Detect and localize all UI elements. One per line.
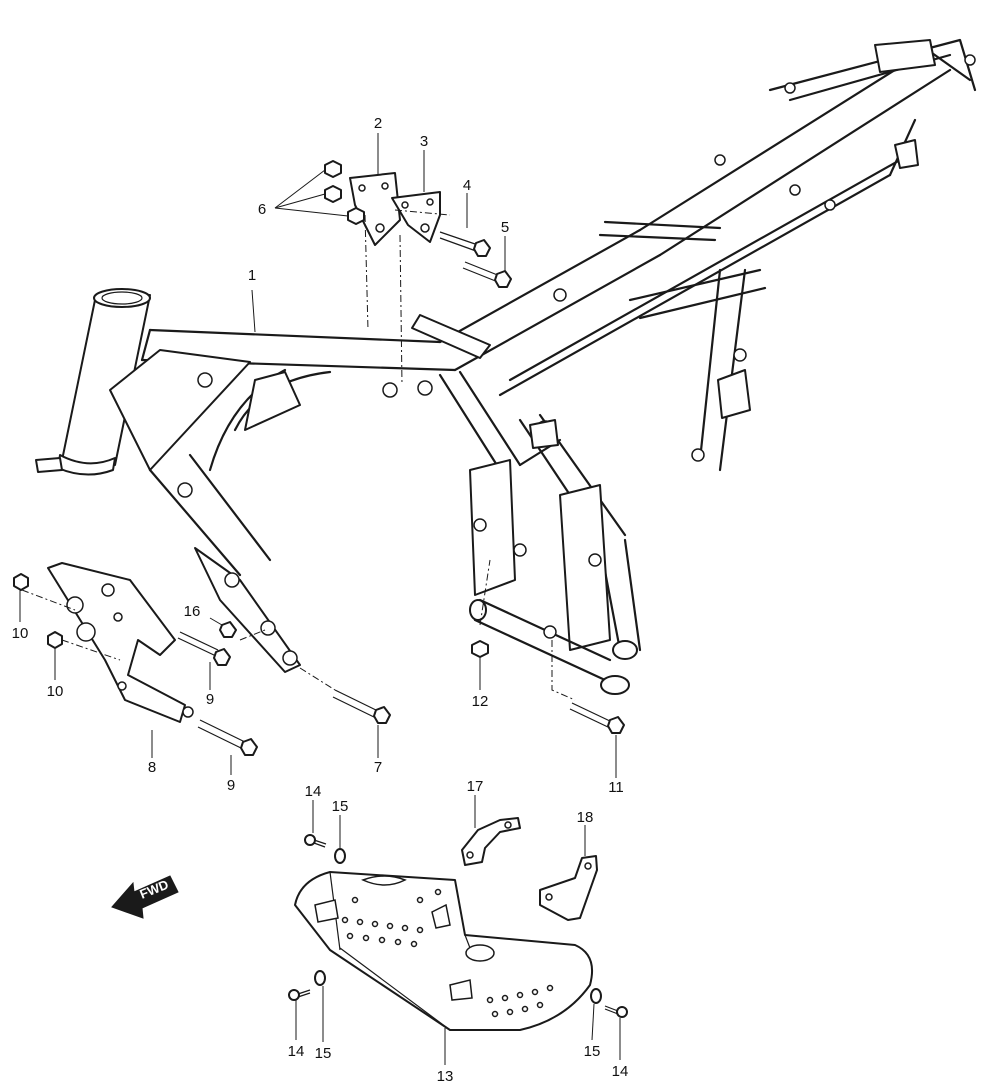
callout-18: 18	[577, 809, 594, 826]
callout-17: 17	[467, 778, 484, 795]
callout-14b: 14	[288, 1043, 305, 1060]
callout-3: 3	[420, 133, 428, 150]
skid-plate	[294, 871, 594, 1031]
engine-hanger-brackets	[349, 172, 441, 246]
callout-2: 2	[374, 115, 382, 132]
callout-15b: 15	[315, 1045, 332, 1062]
bolts-4-5	[439, 231, 512, 288]
callout-1: 1	[248, 267, 256, 284]
callout-7: 7	[374, 759, 382, 776]
callout-9a: 9	[206, 691, 214, 708]
callout-10a: 10	[12, 625, 29, 642]
skid-fasteners	[288, 834, 628, 1018]
callout-11: 11	[608, 779, 624, 796]
callout-5: 5	[501, 219, 509, 236]
callout-15c: 15	[584, 1043, 601, 1060]
nuts-6	[324, 160, 365, 225]
skid-bracket-17	[461, 817, 521, 866]
callout-8: 8	[148, 759, 156, 776]
skid-vent-holes	[341, 888, 554, 1018]
callout-13: 13	[437, 1068, 454, 1085]
callout-labels: 1 2 3 4 5 6 7 8 9 9 10 10 11 12 13 14 14…	[12, 115, 629, 1085]
callout-4: 4	[463, 177, 471, 194]
callout-12: 12	[472, 693, 489, 710]
callout-6: 6	[258, 201, 266, 218]
callout-9b: 9	[227, 777, 235, 794]
alignment-lines	[21, 209, 576, 701]
callout-10b: 10	[47, 683, 64, 700]
skid-bracket-18	[539, 855, 598, 921]
leader-lines	[19, 133, 621, 1065]
callout-16: 16	[184, 603, 201, 620]
callout-14a: 14	[305, 783, 322, 800]
fwd-arrow-icon: FWD	[111, 875, 179, 919]
callout-14c: 14	[612, 1063, 629, 1080]
callout-15a: 15	[332, 798, 349, 815]
main-frame	[35, 38, 977, 695]
guard-fasteners	[13, 573, 625, 756]
side-guard-plate	[47, 562, 194, 723]
